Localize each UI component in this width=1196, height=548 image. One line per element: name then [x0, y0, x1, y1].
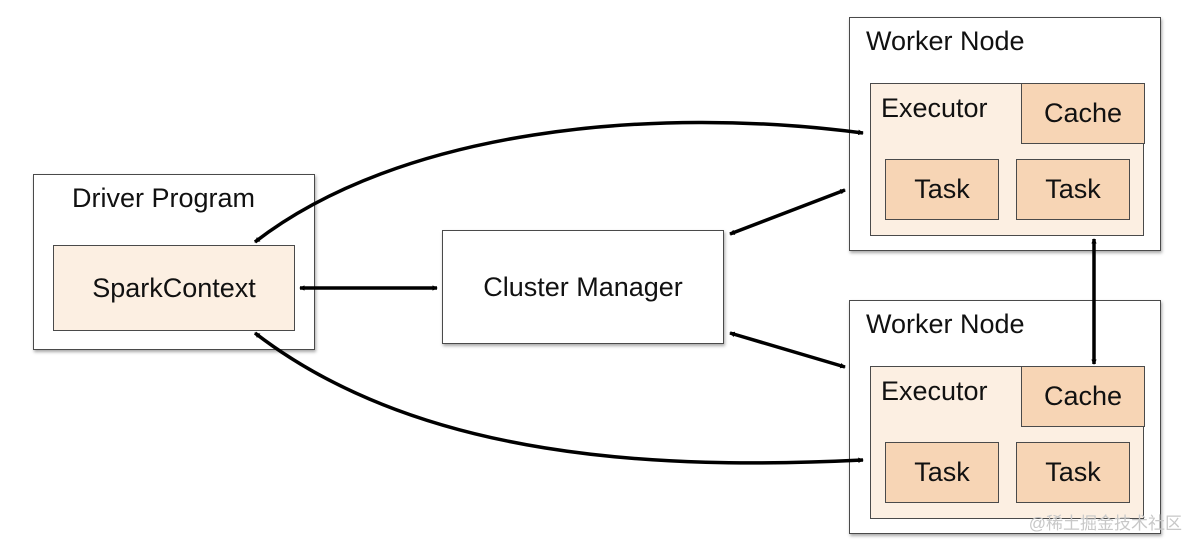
cache-box: Cache: [1021, 82, 1145, 144]
worker-node-box: Worker Node Executor Cache Task Task: [849, 300, 1161, 534]
spark-context-box: SparkContext: [53, 245, 295, 331]
arrow-driver-worker-1: [253, 120, 864, 244]
arrow-cluster-manager-worker-2: [729, 331, 846, 369]
worker-node-title: Worker Node: [866, 26, 1025, 56]
arrow-driver-worker-2: [253, 331, 864, 465]
watermark-text: @稀土掘金技术社区: [1028, 514, 1182, 533]
cache-box: Cache: [1021, 365, 1145, 427]
task-box: Task: [885, 159, 999, 220]
executor-box: Executor Cache Task Task: [870, 82, 1145, 236]
cluster-manager-label: Cluster Manager: [483, 271, 683, 302]
executor-label: Executor: [881, 376, 988, 406]
task-box: Task: [1016, 159, 1130, 220]
executor-label: Executor: [881, 93, 988, 123]
worker-node-box: Worker Node Executor Cache Task Task: [849, 17, 1161, 251]
task-box: Task: [885, 442, 999, 503]
worker-node-title: Worker Node: [866, 309, 1025, 339]
cluster-manager-box: Cluster Manager: [442, 230, 724, 344]
spark-context-label: SparkContext: [92, 272, 256, 303]
executor-box: Executor Cache Task Task: [870, 365, 1145, 519]
driver-program-title: Driver Program: [72, 183, 256, 213]
arrow-cluster-manager-worker-1: [729, 188, 846, 236]
task-box: Task: [1016, 442, 1130, 503]
